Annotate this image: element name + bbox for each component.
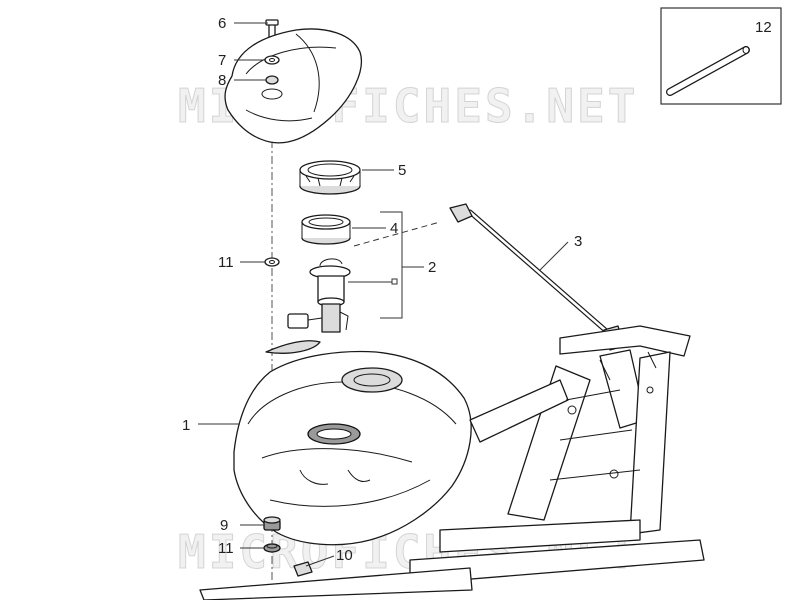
callout-6: 6 bbox=[218, 15, 226, 32]
dashed-connection bbox=[353, 221, 441, 247]
callout-2: 2 bbox=[428, 259, 436, 276]
callout-11-lower: 11 bbox=[218, 540, 234, 557]
callout-1: 1 bbox=[182, 417, 190, 434]
lock-ring-part-5 bbox=[299, 160, 361, 195]
callout-9: 9 bbox=[220, 517, 228, 534]
fuel-hose-part-3 bbox=[449, 203, 625, 351]
bracket-part-2 bbox=[380, 211, 403, 319]
leader-lines bbox=[198, 22, 569, 567]
grommet-part-9 bbox=[263, 516, 281, 531]
washer-part-11-upper bbox=[264, 257, 280, 267]
washer-part-7 bbox=[264, 55, 280, 65]
callout-11-upper: 11 bbox=[218, 254, 234, 271]
fuel-tank-part-1 bbox=[233, 350, 472, 546]
callout-10: 10 bbox=[336, 547, 353, 564]
callout-4: 4 bbox=[390, 220, 398, 237]
hose-part-12 bbox=[666, 46, 750, 96]
callout-12: 12 bbox=[755, 19, 772, 36]
inset-box-part-12: 12 bbox=[660, 7, 782, 105]
callout-3: 3 bbox=[574, 233, 582, 250]
gasket-part-4 bbox=[301, 214, 351, 245]
fuel-pump-part-2 bbox=[265, 258, 351, 354]
motorcycle-frame bbox=[199, 325, 705, 600]
nut-part-8 bbox=[265, 75, 279, 85]
callout-5: 5 bbox=[398, 162, 406, 179]
washer-part-11-lower bbox=[263, 543, 281, 553]
callout-7: 7 bbox=[218, 52, 226, 69]
callout-8: 8 bbox=[218, 72, 226, 89]
tank-cover-plate bbox=[224, 28, 362, 144]
